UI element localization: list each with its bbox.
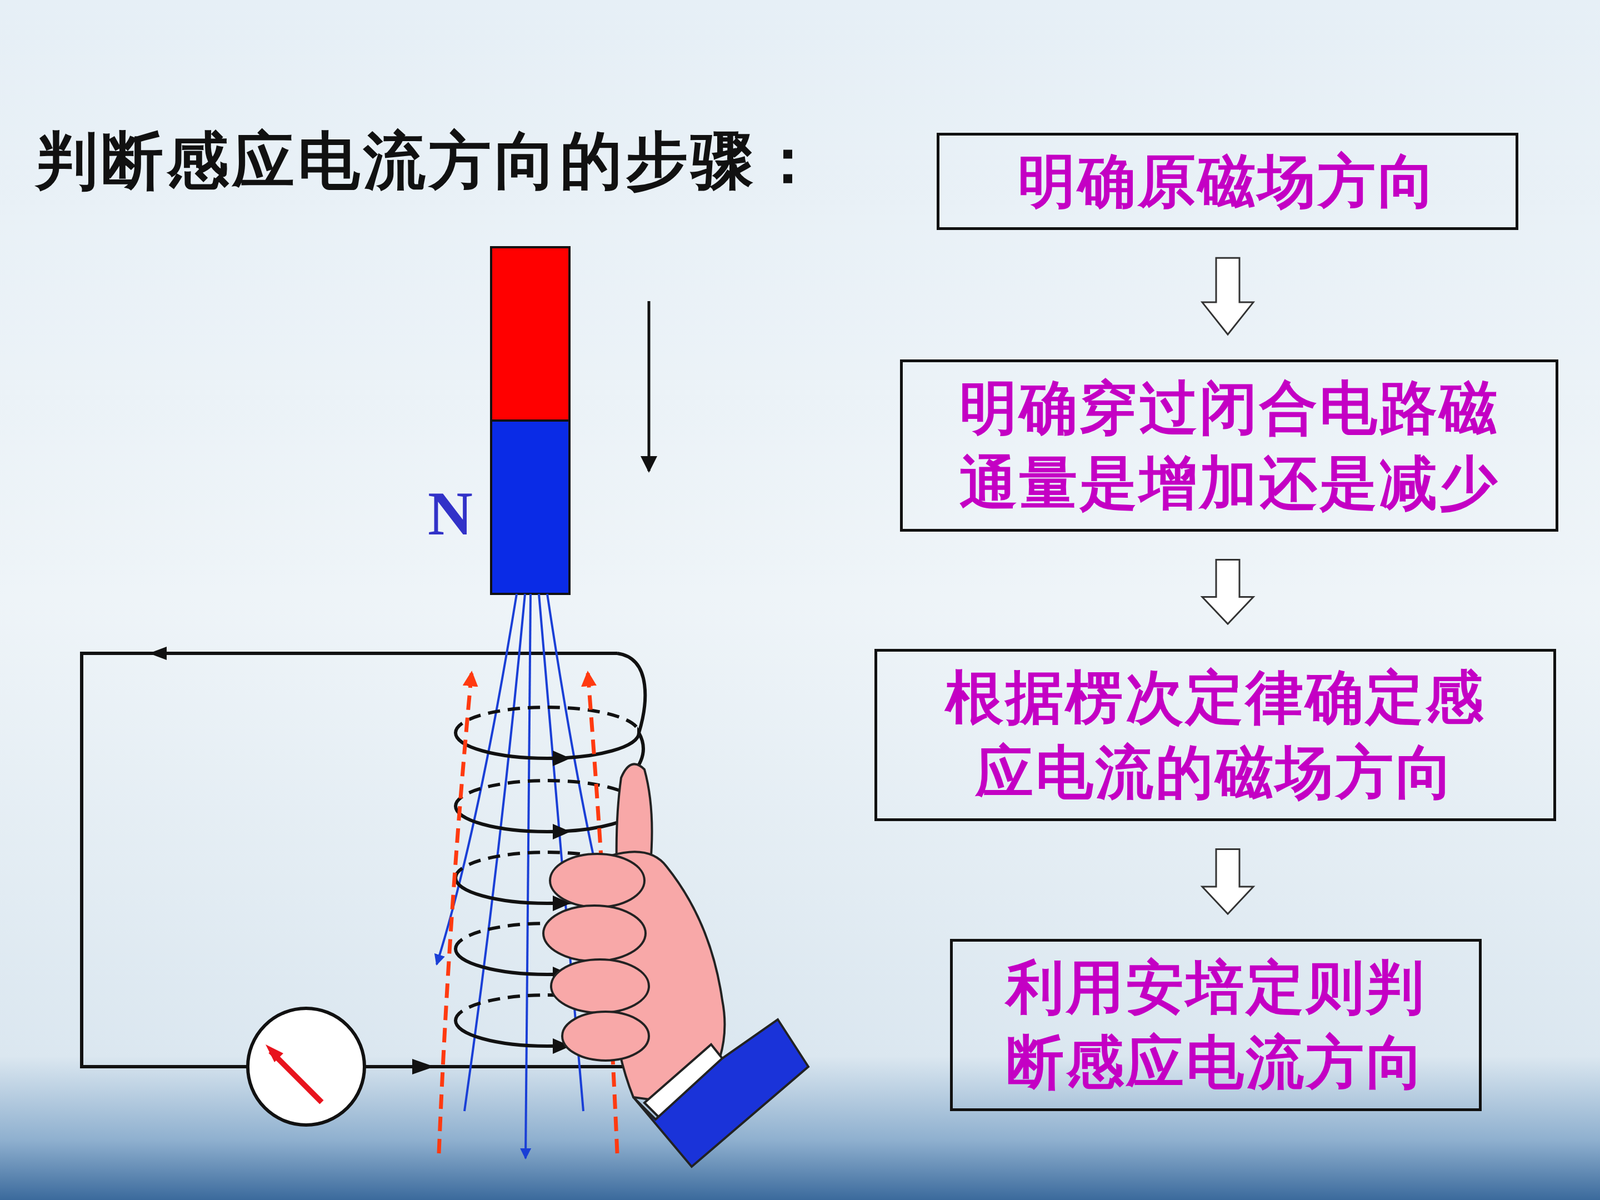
step-text: 利用安培定则判 断感应电流方向 bbox=[969, 950, 1463, 1100]
step-text: 根据楞次定律确定感 应电流的磁场方向 bbox=[893, 660, 1537, 810]
coil-back bbox=[455, 780, 639, 807]
motion-arrow bbox=[647, 301, 651, 472]
magnet-south bbox=[491, 247, 570, 421]
finger bbox=[551, 959, 649, 1013]
field-line bbox=[525, 593, 531, 1159]
galvanometer bbox=[247, 1008, 365, 1125]
finger bbox=[543, 905, 646, 962]
step-text: 明确穿过闭合电路磁 通量是增加还是减少 bbox=[919, 370, 1539, 521]
finger bbox=[550, 853, 645, 908]
sleeve bbox=[633, 1019, 809, 1167]
circuit-wire bbox=[81, 653, 643, 1067]
coil-front bbox=[455, 806, 644, 845]
finger bbox=[562, 1011, 649, 1061]
wire-arrow bbox=[412, 1058, 435, 1075]
step-box: 利用安培定则判 断感应电流方向 bbox=[950, 938, 1482, 1112]
magnet-north bbox=[491, 420, 570, 594]
step-box: 根据楞次定律确定感 应电流的磁场方向 bbox=[874, 648, 1557, 822]
induced-field-line bbox=[438, 672, 472, 1154]
field-line bbox=[436, 593, 517, 965]
coil-lead bbox=[617, 653, 645, 733]
step-text: 明确原磁场方向 bbox=[1017, 143, 1438, 219]
pole-label: N bbox=[427, 477, 473, 550]
right-hand bbox=[543, 763, 809, 1167]
wire-arrow bbox=[148, 646, 167, 660]
coil-arrow bbox=[552, 750, 571, 767]
step-box: 明确原磁场方向 bbox=[936, 132, 1519, 230]
coil-back bbox=[455, 707, 639, 733]
flow-arrow bbox=[1202, 559, 1254, 624]
galvanometer-needle bbox=[270, 1051, 322, 1103]
title: 判断感应电流方向的步骤： bbox=[35, 119, 823, 204]
flow-arrow bbox=[1202, 257, 1254, 335]
coil-front bbox=[455, 732, 644, 773]
flow-arrow bbox=[1202, 848, 1254, 914]
coil-arrow bbox=[552, 823, 571, 840]
needle-tip bbox=[265, 1044, 284, 1063]
step-box: 明确穿过闭合电路磁 通量是增加还是减少 bbox=[900, 359, 1559, 532]
